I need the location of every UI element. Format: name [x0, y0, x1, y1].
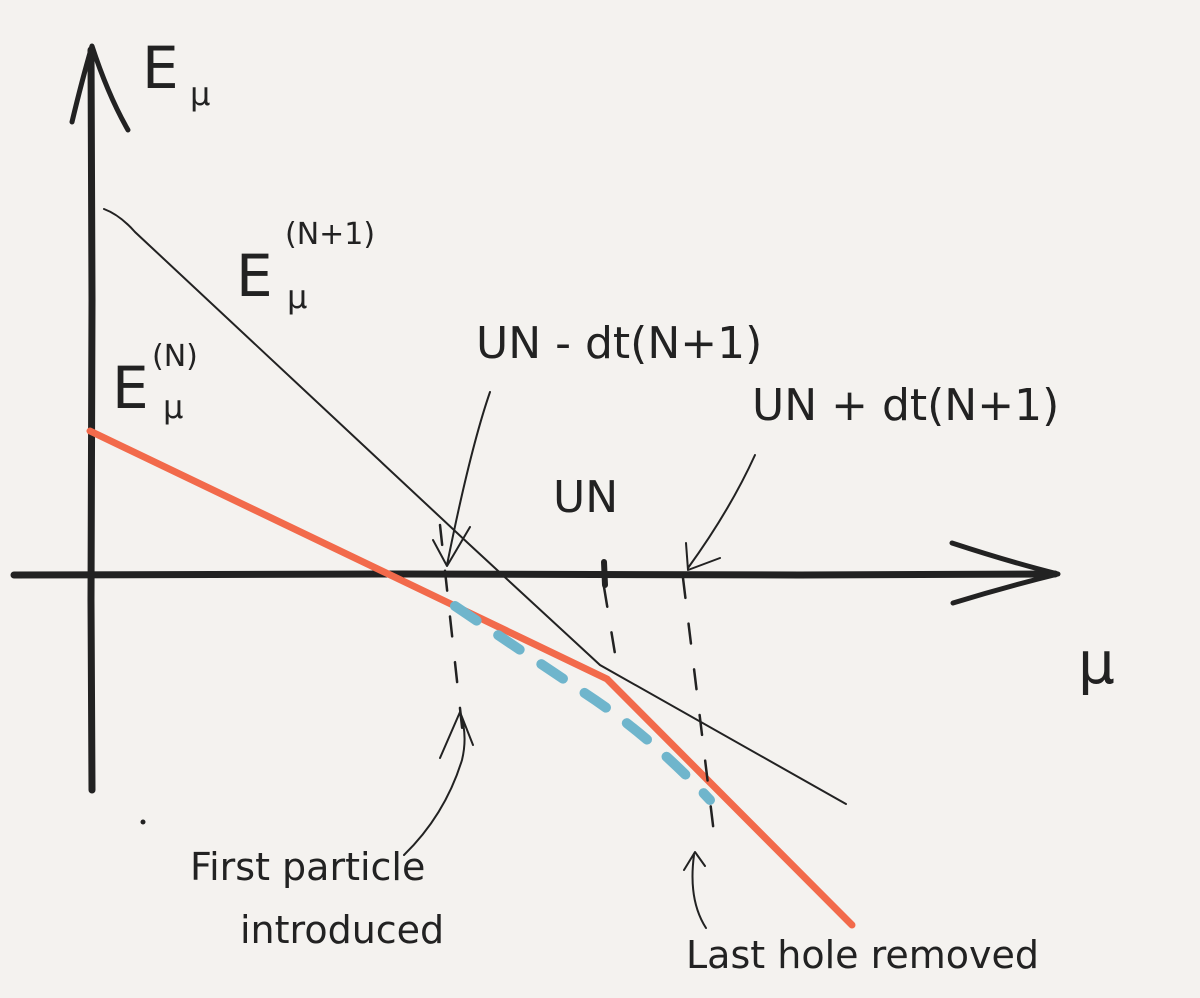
un-tick	[601, 559, 608, 588]
lower-label-main: E	[112, 354, 149, 422]
guide-center	[602, 585, 620, 674]
upper-energy-line	[103, 208, 847, 805]
y-label-sub: μ	[190, 75, 210, 113]
y-label-main: E	[142, 34, 179, 102]
stray-dot	[140, 819, 146, 825]
y-axis-label: E μ	[142, 34, 210, 113]
x-axis	[10, 570, 1059, 579]
lower-label-sub: μ	[163, 388, 183, 426]
first-particle-line1: First particle	[190, 845, 425, 889]
upper-curve-label: E (N+1) μ	[236, 217, 375, 316]
first-particle-line2: introduced	[240, 908, 444, 952]
marker-center-label: UN	[553, 472, 618, 523]
upper-label-sup: (N+1)	[285, 217, 375, 252]
pointer-first-particle	[403, 711, 474, 856]
axes	[10, 43, 1061, 794]
x-axis-label: μ	[1078, 629, 1115, 697]
x-axis-arrowhead	[949, 540, 1061, 606]
pointers	[403, 391, 756, 929]
pointer-right-marker	[685, 454, 756, 571]
last-hole-label: Last hole removed	[686, 933, 1039, 977]
marker-left-label: UN - dt(N+1)	[476, 318, 762, 369]
y-axis	[87, 46, 96, 794]
y-axis-arrowhead	[69, 43, 131, 133]
interpolation-curve	[450, 601, 715, 805]
minimum-energy-curve	[86, 427, 856, 929]
guide-left	[438, 523, 466, 747]
upper-label-main: E	[236, 242, 273, 310]
marker-right-label: UN + dt(N+1)	[752, 380, 1059, 431]
upper-label-sub: μ	[287, 278, 307, 316]
lower-label-sup: (N)	[152, 339, 198, 374]
pointer-left-marker	[432, 391, 491, 567]
guide-right	[681, 576, 718, 852]
guide-lines	[438, 523, 718, 852]
pointer-last-hole	[683, 851, 707, 929]
lower-curve-label: E (N) μ	[112, 339, 198, 426]
